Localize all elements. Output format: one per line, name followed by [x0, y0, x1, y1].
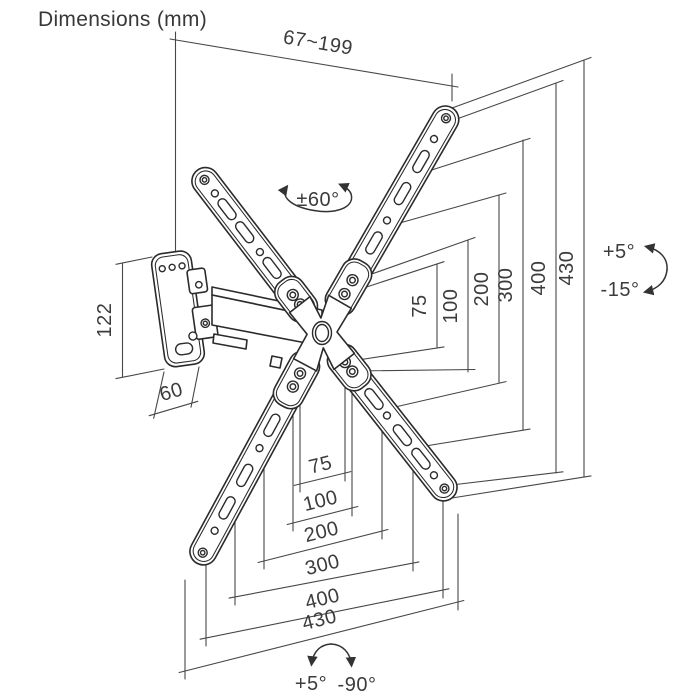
swivel-range-label: ±60°	[296, 189, 339, 211]
arm-hole	[255, 443, 264, 453]
plate-slot	[174, 342, 194, 356]
arm-slot	[263, 413, 281, 438]
extension-range-label: 67~199	[282, 26, 355, 59]
plate-width-dimension	[148, 366, 200, 419]
arm-slot	[234, 221, 255, 244]
h-dim-100	[286, 377, 359, 532]
rotation-arrow-icon	[307, 643, 357, 668]
vesa-horizontal-label-430: 430	[300, 605, 339, 635]
center-plate	[288, 294, 356, 372]
vesa-horizontal-label-100: 100	[301, 486, 340, 516]
dim-line	[169, 38, 459, 88]
arm-hook	[269, 355, 283, 369]
arm-slot	[218, 496, 236, 520]
h-dim-430	[178, 513, 465, 680]
plate-hole	[168, 263, 176, 271]
arm-slot	[393, 181, 412, 206]
arm-slot	[411, 447, 431, 470]
vesa-vertical-label-200: 200	[471, 272, 493, 307]
arm-hole	[382, 216, 392, 225]
arm-hole	[429, 471, 439, 480]
vesa-horizontal-label-300: 300	[303, 550, 342, 580]
v-dim-430	[451, 56, 592, 499]
arm-slot	[217, 198, 237, 221]
vesa-vertical-label-430: 430	[556, 251, 578, 286]
vesa-vertical-label-400: 400	[528, 261, 550, 296]
arm-hole	[210, 189, 220, 198]
v-dim-200	[381, 192, 507, 411]
wall-plate	[150, 250, 219, 368]
arm-hole	[210, 526, 219, 535]
v-dim-400	[442, 79, 564, 487]
wall-plate-assembly	[150, 250, 323, 369]
tilt-down-label: -15°	[601, 279, 640, 301]
plate-height-label: 122	[94, 303, 116, 338]
page-title: Dimensions (mm)	[38, 8, 207, 31]
vesa-vertical-label-75: 75	[409, 294, 431, 317]
arm-hole	[255, 247, 265, 257]
tilt-arrow-icon	[642, 243, 668, 296]
vesa-horizontal-label-75: 75	[307, 452, 335, 479]
arm-slot	[412, 149, 430, 174]
vesa-vertical-dimensions	[344, 56, 592, 499]
arm-slot	[235, 463, 254, 488]
vesa-vertical-label-100: 100	[440, 289, 462, 324]
rotation-down-label: -90°	[338, 674, 377, 696]
hinge-nut	[188, 331, 198, 341]
hinge-pin	[194, 280, 203, 289]
swivel-arrow-icon	[277, 182, 353, 213]
plate-hole	[178, 262, 186, 270]
arm-slot	[262, 256, 282, 280]
arm-clip	[212, 333, 248, 350]
arm-slot	[365, 231, 383, 255]
arm-hole	[382, 411, 392, 420]
tilt-up-label: +5°	[603, 241, 635, 263]
rotation-up-label: +5°	[295, 673, 327, 695]
plate-hole	[158, 264, 166, 273]
arm-hole	[429, 134, 439, 144]
plate-height-dimension	[115, 256, 165, 380]
h-dim-400	[199, 492, 450, 647]
vesa-vertical-label-300: 300	[495, 268, 517, 303]
hinge-upper	[186, 267, 209, 295]
arm-slot	[364, 387, 384, 411]
arm-slot	[392, 424, 413, 447]
